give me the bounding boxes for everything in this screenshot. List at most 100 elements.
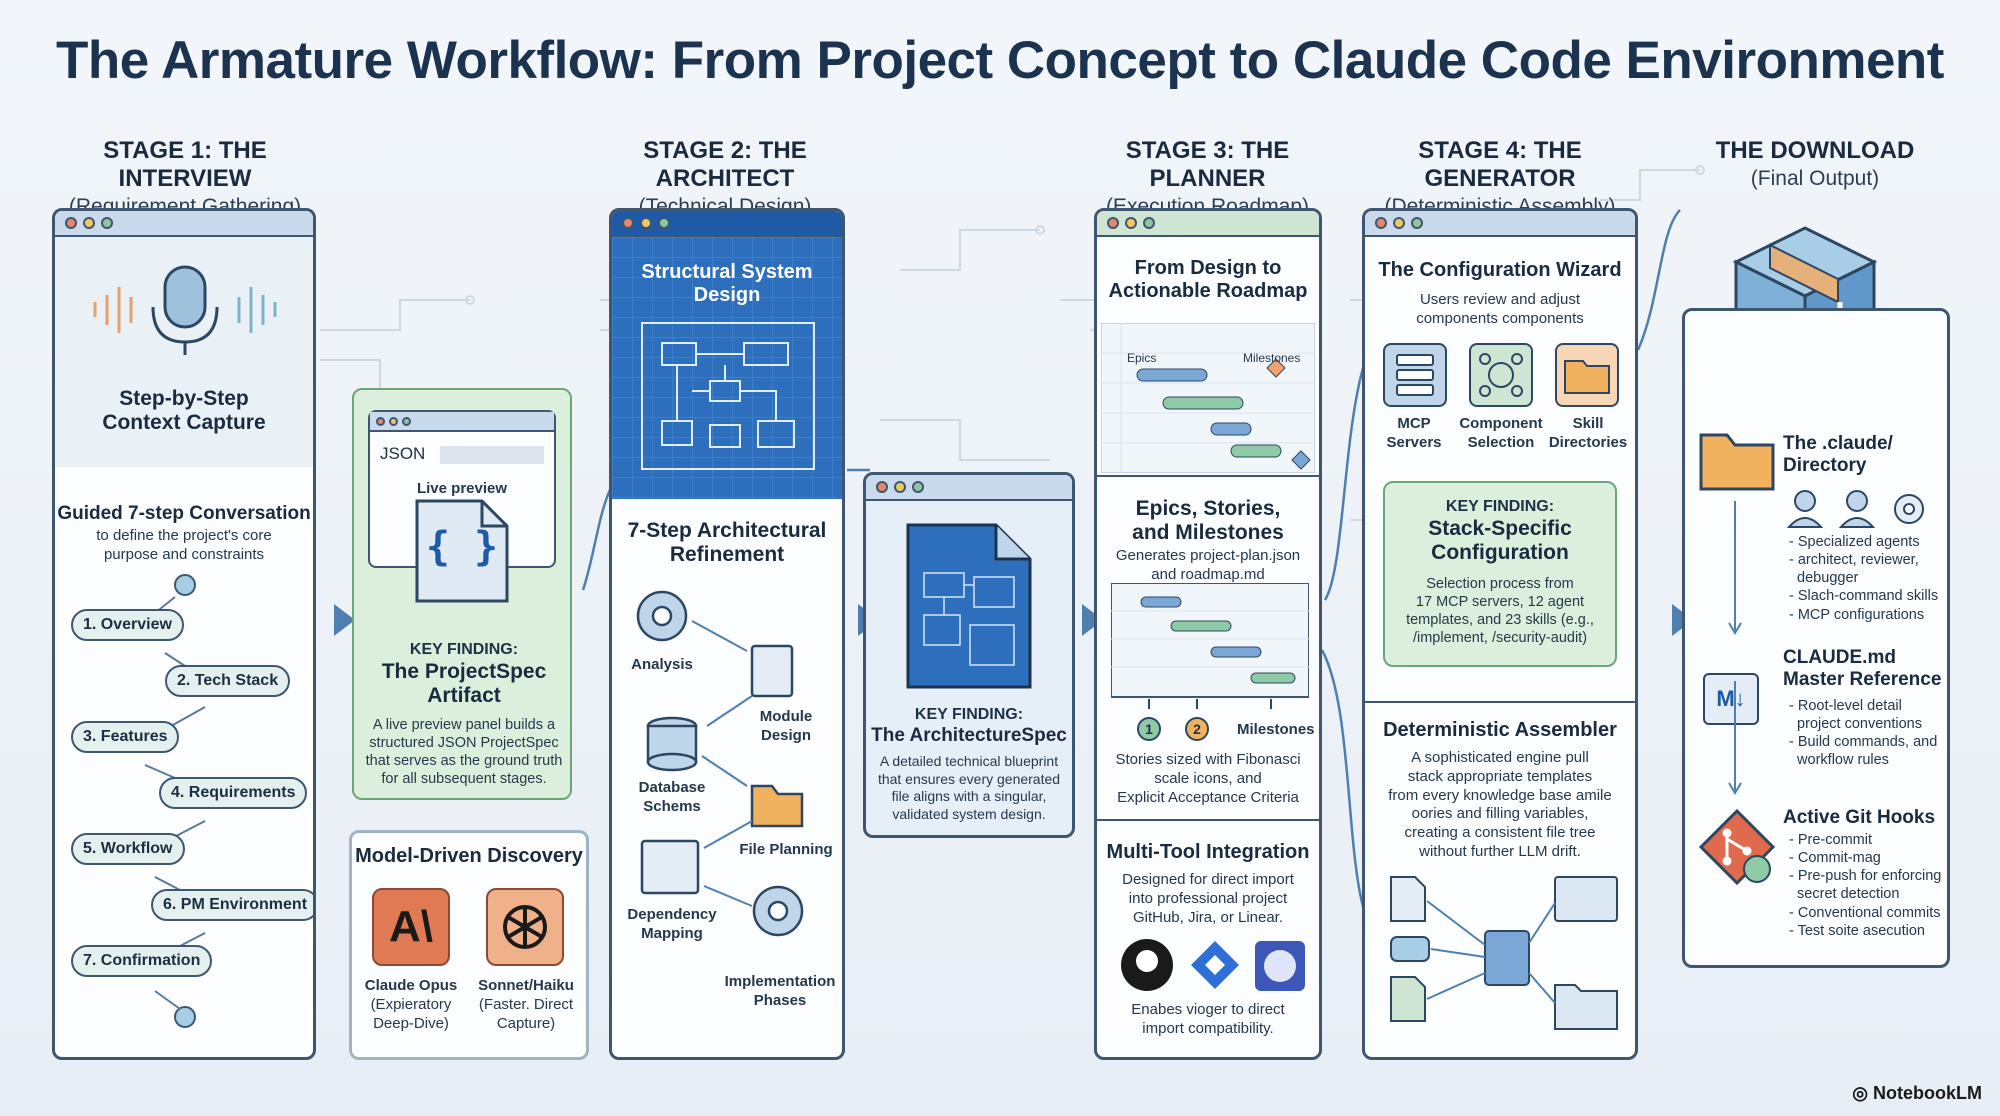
minimize-dot-icon [83,217,95,229]
refinement-icons [636,590,804,937]
skill-directory-icon [1555,343,1619,407]
divider [1365,701,1635,703]
stories-chart-icon [1111,583,1309,709]
notebooklm-brand: ◎ NotebookLM [1852,1083,1982,1103]
blueprint-diagram-icon [641,322,815,470]
openai-style-logo-icon [486,888,564,966]
claude-md-title: CLAUDE.md Master Reference [1783,647,1942,690]
gantt-milestones-label: Milestones [1243,351,1301,365]
conversation-desc: to define the project's core purpose and… [96,527,272,563]
stage-4-panel: The Configuration Wizard Users review an… [1362,208,1638,1060]
step-dependency-mapping: Dependency Mapping [627,906,717,942]
json-brace-icon: { } [425,524,499,570]
wizard-desc: Users review and adjust components compo… [1416,291,1584,327]
download-panel: The .claude/ Directory - Specialized age… [1682,308,1950,968]
markdown-icon: M↓ [1703,673,1759,725]
model-sonnet: Sonnet/Haiku (Faster. Direct Capture) [478,977,574,1032]
window-bar [1097,211,1319,237]
step-pill: 5. Workflow [71,833,185,865]
folder-icon [1699,433,1775,491]
capture-title: Step-by-Step Context Capture [102,387,266,435]
step-analysis: Analysis [631,656,693,673]
step-pill: 6. PM Environment [151,889,313,921]
step-file-planning: File Planning [739,841,833,858]
capture-section: Step-by-Step Context Capture [55,237,313,467]
component-skill-directories: Skill Directories [1548,415,1628,451]
blueprint-title: Structural System Design [641,261,813,306]
finding-title: The ProjectSpec Artifact [381,660,547,708]
live-preview-label: Live preview [416,480,508,497]
discovery-title: Model-Driven Discovery [355,845,583,867]
fibonacci-marker-1: 1 [1137,717,1161,741]
model-discovery-card: Model-Driven Discovery A\ Claude Opus (E… [349,830,589,1060]
finding-title: Stack-Specific Configuration [1428,517,1572,565]
page-title: The Armature Workflow: From Project Conc… [56,31,1944,90]
download-heading: THE DOWNLOAD(Final Output) [1715,137,1915,190]
git-hooks-items: - Pre-commit - Commit-mag - Pre-push for… [1789,832,1942,939]
component-selection: Component Selection [1459,415,1543,451]
assembler-desc: A sophisticated engine pull stack approp… [1388,749,1612,860]
divider [1097,819,1319,821]
stage-3-heading: STAGE 3: THE PLANNER(Execution Roadmap) [1105,137,1310,218]
step-pill: 2. Tech Stack [165,665,291,697]
step-pill: 4. Requirements [159,777,308,809]
stage-4-heading: STAGE 4: THE GENERATOR(Deterministic Ass… [1384,137,1616,218]
stage-3-panel: From Design to Actionable Roadmap Epics … [1094,208,1322,1060]
step-pill: 1. Overview [71,609,184,641]
blueprint-document-icon [906,523,1032,689]
json-field-bar [440,446,544,464]
epics-desc: Generates project-plan.json and roadmap.… [1115,547,1301,583]
close-dot-icon [65,217,77,229]
claude-md-items: - Root-level detail project conventions … [1789,698,1938,769]
fibonacci-marker-2: 2 [1185,717,1209,741]
stage-2-heading: STAGE 2: THE ARCHITECT(Technical Design) [638,137,812,218]
component-mcp-servers: MCP Servers [1386,415,1442,451]
stage-1-panel: Step-by-Step Context Capture Guided 7-st… [52,208,316,1060]
window-bar [55,211,313,237]
assembler-title: Deterministic Assembler [1383,719,1617,741]
refinement-title: 7-Step Architectural Refinement [627,519,827,567]
git-icon [1698,808,1776,886]
divider [1097,475,1319,477]
wizard-title: The Configuration Wizard [1378,259,1622,281]
step-module-design: Module Design [759,708,813,744]
finding-title: The ArchitectureSpec [871,725,1067,746]
window-bar [612,211,842,237]
gantt-epics-label: Epics [1127,351,1157,365]
projectspec-finding-card: JSON Live preview { } KEY FINDING: The P… [352,388,572,800]
tool-logos [1121,939,1305,991]
architecturespec-finding-card: KEY FINDING: The ArchitectureSpec A deta… [863,472,1075,838]
finding-desc: A detailed technical blueprint that ensu… [877,753,1061,822]
stage-1-heading: STAGE 1: THE INTERVIEW(Requirement Gathe… [68,137,302,218]
finding-desc: Selection process from 17 MCP servers, 1… [1406,576,1594,647]
blueprint-section: Structural System Design [612,237,842,499]
claude-dir-items: - Specialized agents - architect, review… [1789,534,1939,623]
roadmap-title: From Design to Actionable Roadmap [1108,257,1308,302]
agent-icons [1786,490,1924,528]
maximize-dot-icon [101,217,113,229]
component-selection-icon [1469,343,1533,407]
mcp-server-icon [1383,343,1447,407]
stack-config-finding-card: KEY FINDING: Stack-Specific Configuratio… [1383,481,1617,667]
multi-tool-title: Multi-Tool Integration [1106,841,1310,863]
window-bar [866,475,1072,501]
microphone-icon [93,265,277,355]
stage-2-panel: Structural System Design 7-Step Architec… [609,208,845,1060]
json-file-icon [415,499,509,603]
step-database-schemas: Database Schems [638,779,706,815]
finding-label: KEY FINDING: [409,641,519,658]
download-connector-lines [1728,501,1742,795]
finding-label: KEY FINDING: [914,706,1024,723]
claude-dir-title: The .claude/ Directory [1783,433,1893,476]
milestones-label: Milestones [1237,721,1315,738]
gantt-chart-icon [1101,323,1315,473]
step-implementation-phases: Implementation Phases [724,973,836,1009]
model-opus: Claude Opus (Expieratory Deep-Dive) [364,977,458,1032]
json-tab: JSON [380,444,426,463]
multi-tool-foot: Enabes vioger to direct import compatibi… [1131,1001,1285,1037]
step-pill: 7. Confirmation [71,945,213,977]
conversation-title: Guided 7-step Conversation [57,503,311,524]
anthropic-logo-icon: A\ [372,888,450,966]
step-pill: 3. Features [71,721,180,753]
window-bar [1365,211,1635,237]
